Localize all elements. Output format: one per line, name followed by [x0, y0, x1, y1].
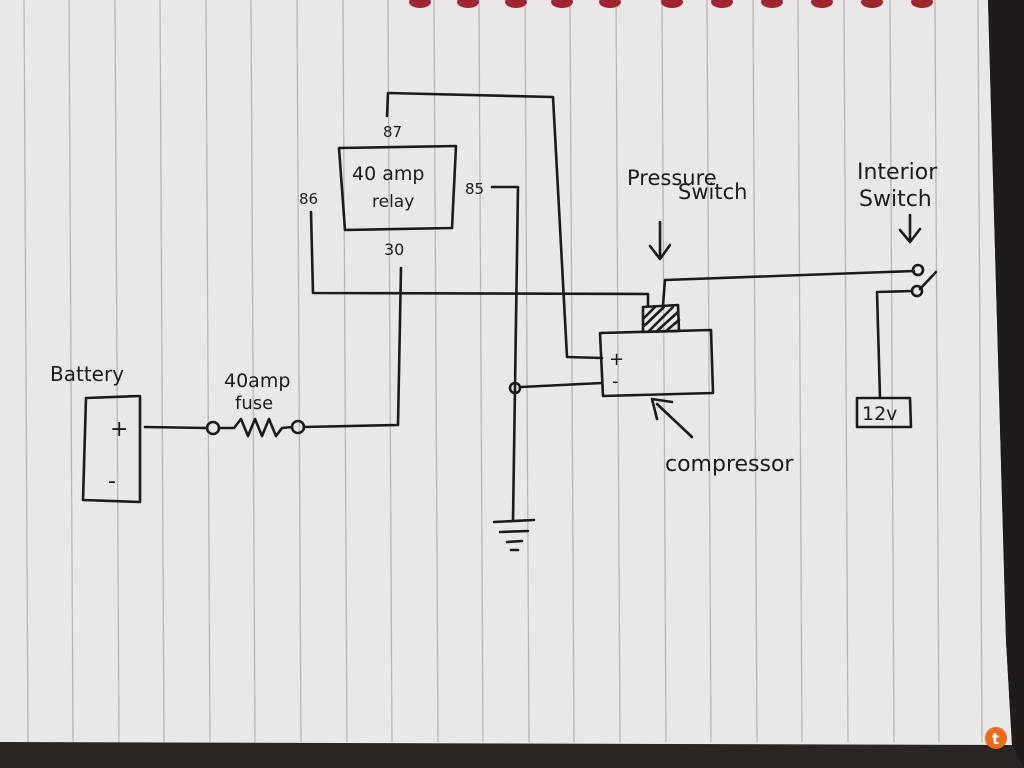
- relay-label-line1: 40 amp: [352, 163, 424, 185]
- wire-interior-to-12v: [875, 289, 914, 400]
- relay-pin-87: 87: [383, 123, 402, 141]
- wire-pressure-to-interior: [661, 269, 916, 307]
- wire-battery-to-fuse: [143, 425, 209, 430]
- interior-switch-terminal-top: [911, 263, 925, 277]
- interior-switch-terminal-bottom: [910, 284, 924, 298]
- tumblr-badge-glyph: t: [992, 730, 999, 748]
- interior-switch-lever: [918, 270, 938, 291]
- compressor-minus: -: [612, 371, 619, 392]
- ground-symbol: [492, 518, 536, 552]
- relay-pin-30: 30: [384, 240, 404, 259]
- wire-compressor-to-ground: [519, 381, 604, 389]
- compressor-arrow: [650, 397, 694, 439]
- pressure-switch: Pressure Switch: [627, 166, 747, 261]
- interior-switch-label-line1: Interior: [857, 160, 938, 185]
- relay-pin-86: 86: [299, 190, 318, 208]
- wires: [143, 91, 916, 522]
- compressor: + - compressor: [598, 303, 794, 477]
- wire-relay-86: [309, 210, 650, 307]
- interior-switch-label-line2: Switch: [859, 187, 932, 212]
- interior-switch-arrow: [898, 213, 922, 244]
- fuse-label-line1: 40amp: [224, 370, 290, 392]
- battery-box: [81, 394, 142, 504]
- pressure-switch-arrow: [648, 220, 672, 261]
- interior-switch: Interior Switch: [857, 160, 938, 298]
- relay-label-line2: relay: [372, 192, 414, 212]
- notebook-page: [0, 0, 1012, 745]
- fuse-element: [217, 417, 294, 438]
- spiral-binding: [409, 0, 933, 8]
- compressor-plus: +: [609, 349, 624, 370]
- compressor-label: compressor: [665, 452, 794, 477]
- ruled-lines: [23, 0, 983, 743]
- wire-relay-87-to-compressor: [385, 91, 604, 360]
- battery-title: Battery: [50, 362, 124, 386]
- ground-junction: [508, 381, 522, 395]
- relay: 40 amp relay 87 86 85 30: [299, 123, 484, 259]
- relay-box: [337, 144, 458, 232]
- relay-pin-85: 85: [465, 180, 484, 198]
- battery-minus: -: [108, 469, 116, 494]
- pressure-switch-block: [641, 303, 681, 334]
- pressure-switch-label-line2: Switch: [678, 180, 747, 204]
- power-source-box: [855, 396, 913, 429]
- battery-plus: +: [110, 417, 128, 442]
- power-source-12v: 12v: [855, 396, 913, 429]
- power-source-label: 12v: [862, 403, 897, 425]
- fuse: 40amp fuse: [205, 370, 306, 438]
- wire-fuse-to-relay-30: [302, 266, 403, 429]
- tumblr-badge-icon: t: [985, 727, 1007, 749]
- wire-relay-85-to-ground: [490, 185, 520, 522]
- pressure-switch-label-line1: Pressure: [627, 166, 717, 190]
- battery: Battery + -: [50, 362, 142, 504]
- fuse-label-line2: fuse: [235, 393, 273, 414]
- page-edge-shadow: [988, 0, 1024, 768]
